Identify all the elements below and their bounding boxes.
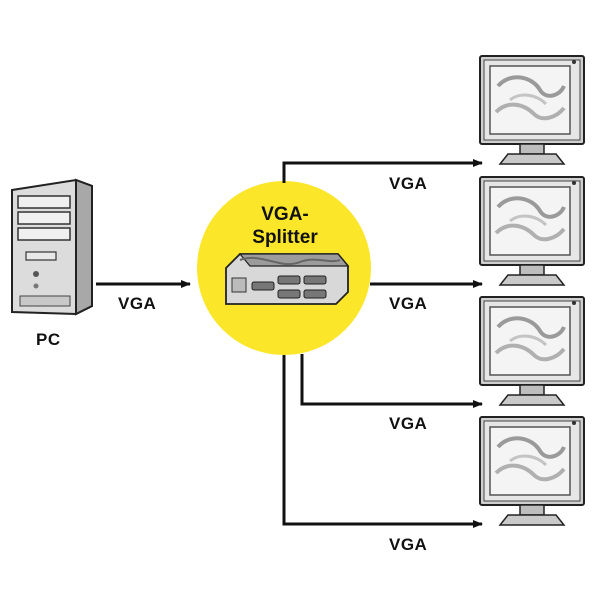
output-vga-label-1: VGA bbox=[389, 174, 428, 193]
splitter-title: VGA- Splitter bbox=[200, 203, 370, 249]
vga-splitter-box-icon bbox=[225, 253, 350, 305]
splitter-title-line1: VGA- bbox=[261, 204, 309, 225]
output-vga-label-2: VGA bbox=[389, 294, 428, 313]
input-vga-label: VGA bbox=[118, 294, 157, 313]
monitor-1-icon bbox=[478, 54, 586, 166]
splitter-title-line2: Splitter bbox=[252, 227, 318, 248]
monitor-3-icon bbox=[478, 295, 586, 407]
monitor-2-icon bbox=[478, 175, 586, 287]
output-arrow-3 bbox=[300, 354, 483, 408]
pc-tower-icon bbox=[11, 178, 93, 316]
connections bbox=[96, 159, 483, 528]
output-arrow-1 bbox=[282, 159, 483, 183]
output-arrow-4 bbox=[282, 355, 483, 528]
output-vga-label-4: VGA bbox=[389, 535, 428, 554]
output-vga-label-3: VGA bbox=[389, 414, 428, 433]
pc-label: PC bbox=[36, 330, 61, 349]
monitor-4-icon bbox=[478, 415, 586, 527]
